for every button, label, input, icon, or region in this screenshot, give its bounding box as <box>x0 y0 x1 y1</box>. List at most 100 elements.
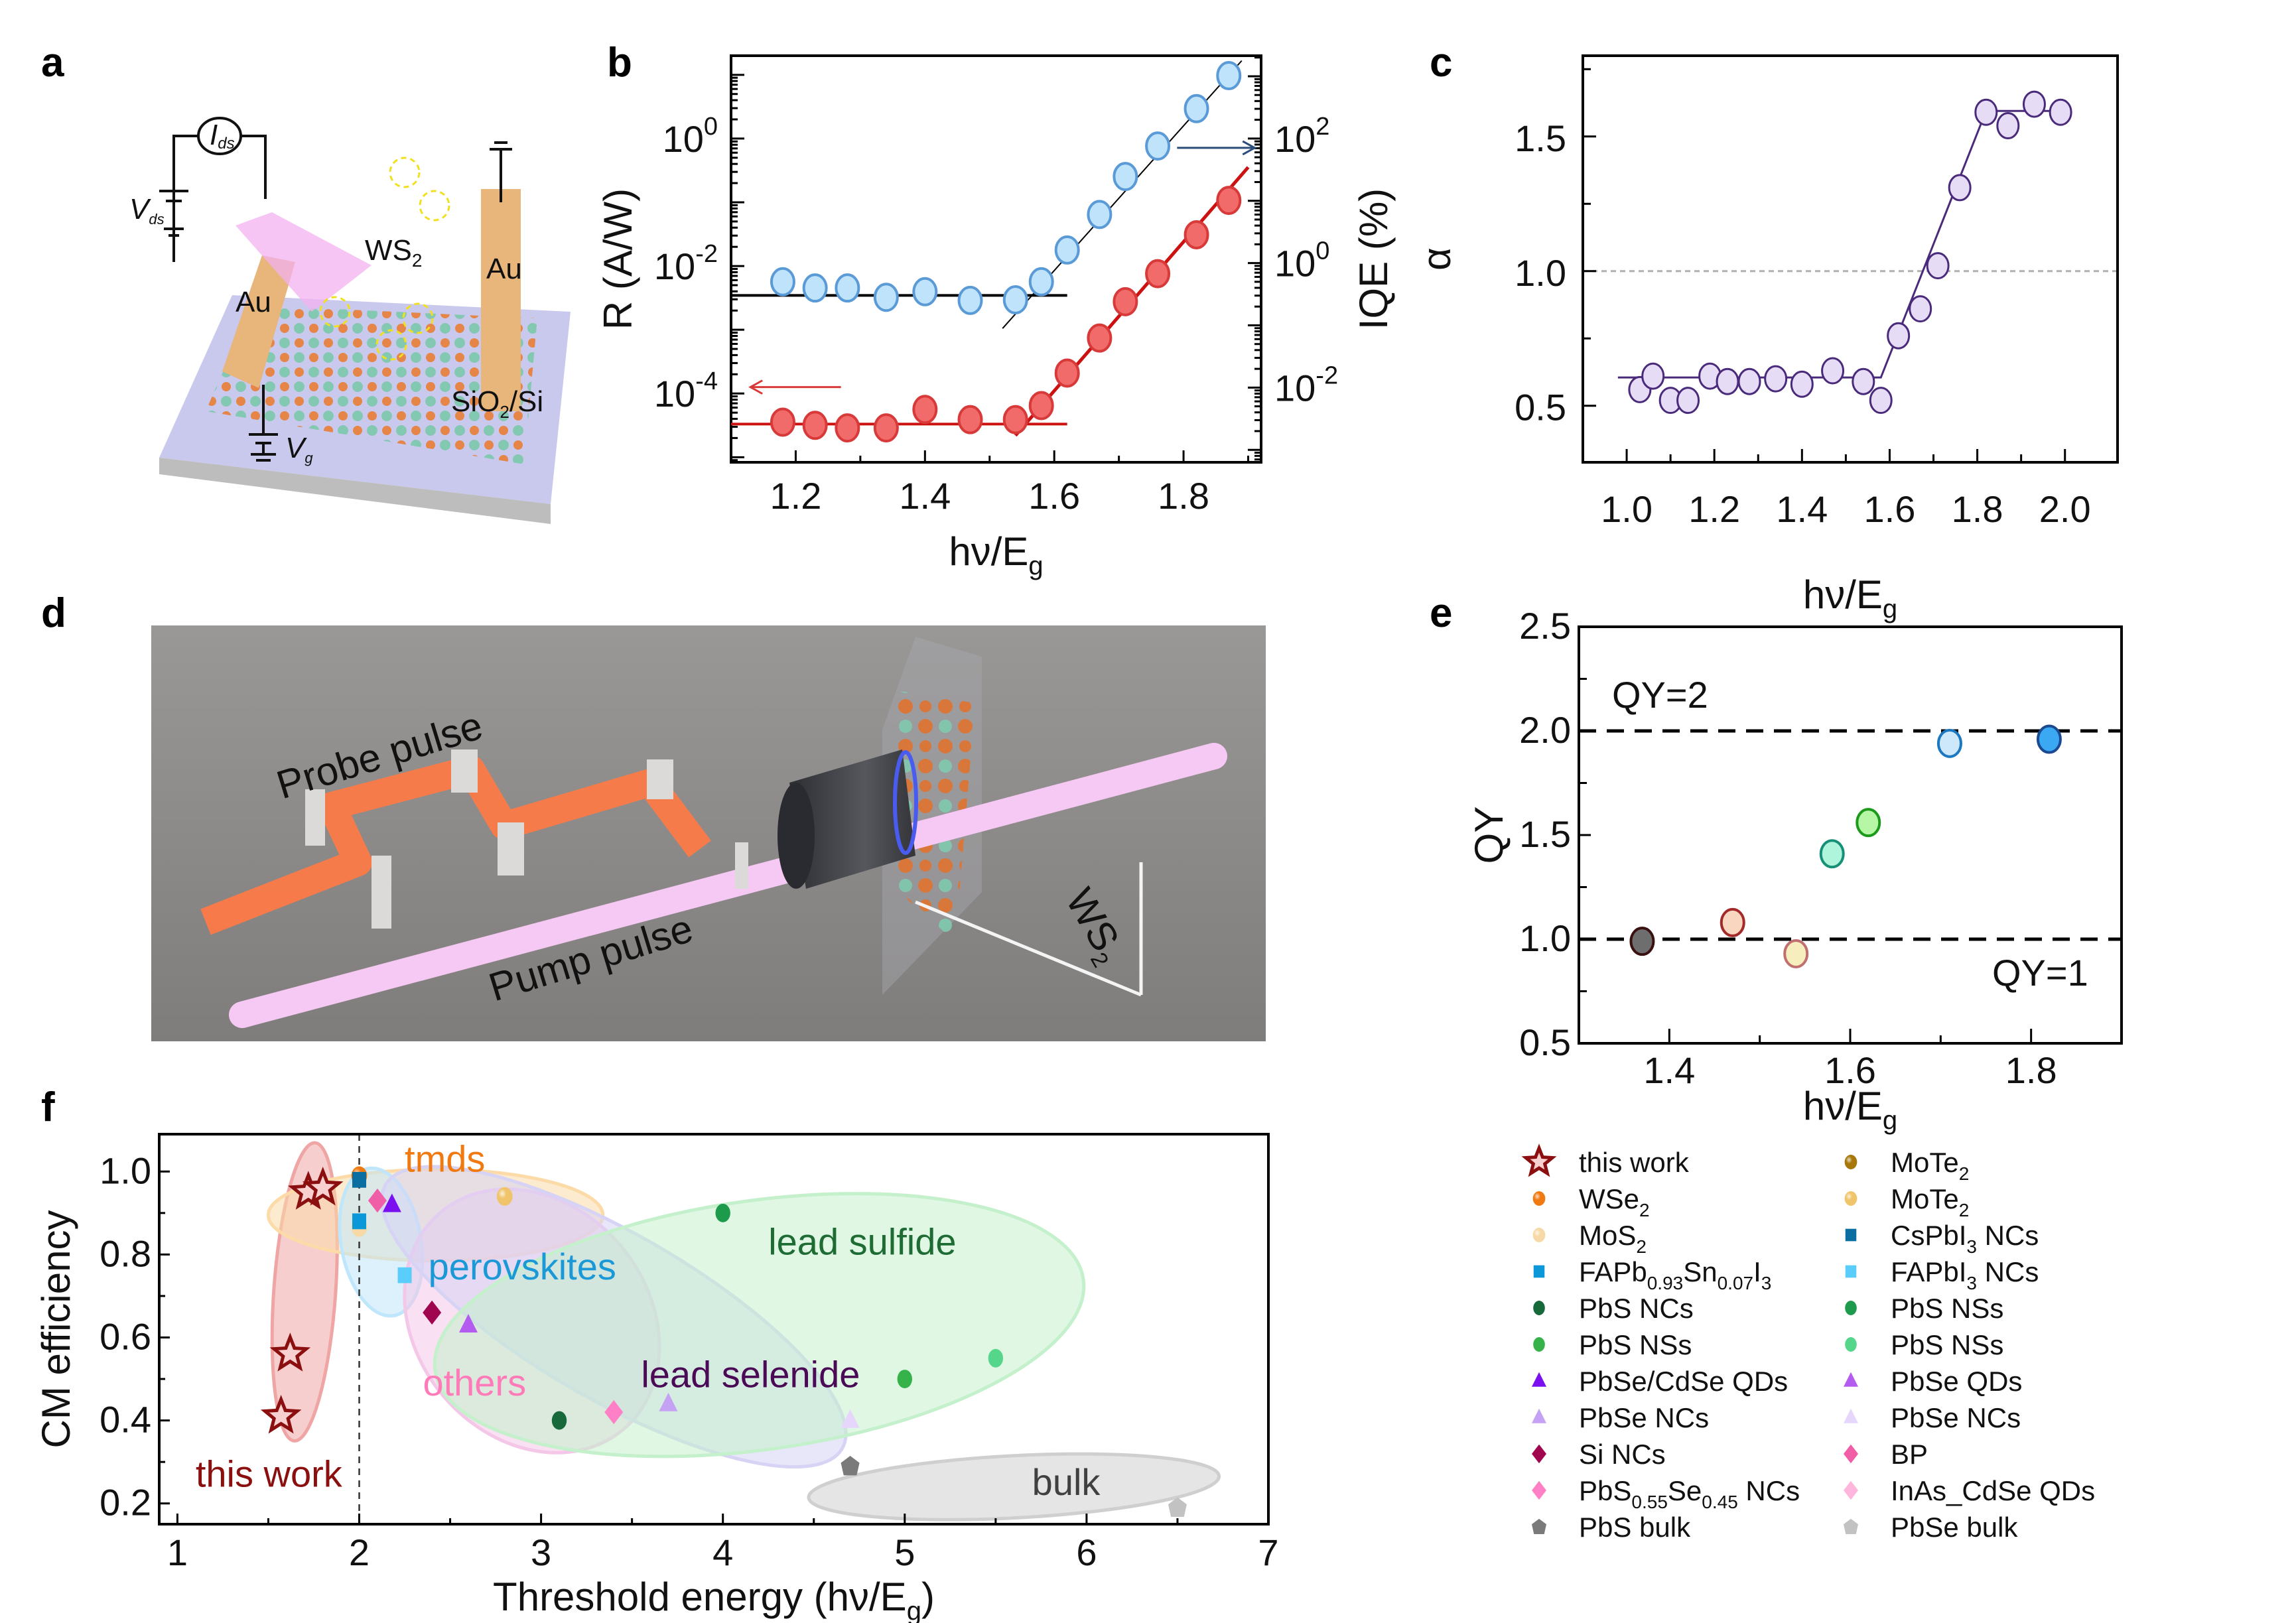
y-tick-label: 1.0 <box>100 1149 151 1191</box>
iqe-data-point <box>1113 162 1138 192</box>
tick-exponent: 0 <box>704 113 718 141</box>
y-axis-title: α <box>1414 247 1459 271</box>
x-tick-label: 1.0 <box>1601 488 1653 530</box>
objective-body <box>789 749 915 889</box>
r-data-point <box>1028 391 1054 421</box>
tick-base: 10 <box>1274 367 1316 409</box>
plot-frame <box>730 54 1262 464</box>
mirror <box>371 856 391 929</box>
legend-marker-icon <box>1533 1337 1545 1352</box>
objective-ring <box>893 750 918 855</box>
x-axis-title: Threshold energy (hν/Eg) <box>493 1575 935 1623</box>
vds-label: Vds <box>129 193 165 227</box>
legend-text: PbSe NCs <box>1891 1402 2021 1433</box>
alpha-data-point <box>1821 357 1845 385</box>
legend-label: FAPb0.93Sn0.07I3 <box>1579 1256 1771 1293</box>
qy-data-point <box>1783 939 1809 968</box>
legend-label: WSe2 <box>1579 1183 1650 1220</box>
iqe-data-point <box>1145 131 1171 161</box>
y-tick-label-right: 10-2 <box>1274 361 1338 409</box>
r-data-point <box>912 395 938 424</box>
alpha-data-point <box>1948 174 1972 202</box>
legend-text: PbSe NCs <box>1579 1402 1709 1433</box>
x-tick-label: 1.4 <box>1643 1049 1695 1091</box>
electrode-right <box>481 189 521 411</box>
defect-circle <box>319 296 351 328</box>
x-tick-label: 1.4 <box>899 475 951 517</box>
legend-text: Si NCs <box>1579 1439 1666 1470</box>
alpha-data-point <box>1887 322 1911 350</box>
r-data-point <box>835 413 860 443</box>
legend-marker-icon <box>1844 1155 1857 1169</box>
group-label: others <box>423 1362 526 1403</box>
legend-item: MoS2 <box>1532 1220 1647 1257</box>
ammeter-icon <box>197 117 242 155</box>
legend-subscript: 2 <box>1639 1200 1650 1220</box>
panel-d: d Probe pulse Pu <box>41 590 1266 1041</box>
y-tick-label: 0.5 <box>1519 1021 1571 1063</box>
y-tick-label: 1.0 <box>1515 252 1566 294</box>
legend-label: PbSe QDs <box>1891 1366 2022 1397</box>
y-axis-title: QY <box>1467 807 1511 864</box>
legend-text: PbS <box>1579 1475 1631 1506</box>
legend-marker-icon <box>1532 1228 1546 1242</box>
label-text: hν/E <box>1803 572 1883 617</box>
ids-label: Ids <box>210 119 235 153</box>
legend-marker-icon <box>1521 1143 1557 1177</box>
x-tick-label: 1 <box>167 1531 188 1573</box>
y-tick-label-left: 100 <box>663 113 718 160</box>
data-point-pbs-ncs <box>551 1411 567 1430</box>
legend-text: NCs <box>1977 1220 2039 1251</box>
electrode-left <box>222 255 295 388</box>
x-tick-label: 6 <box>1076 1531 1097 1573</box>
data-point-this-work <box>260 1395 302 1434</box>
alpha-data-point <box>1737 367 1761 395</box>
label-subscript: g <box>1883 1106 1897 1135</box>
y-tick-label: 1.5 <box>1519 813 1571 855</box>
panel-letter-b: b <box>607 40 632 86</box>
x-tick-label: 2.0 <box>2039 488 2091 530</box>
tick-base: 10 <box>1274 243 1316 285</box>
legend-label: Si NCs <box>1579 1439 1666 1470</box>
pump-probe-illustration: Probe pulse Pump pulse WS2 <box>151 625 1266 1041</box>
legend-item: PbS bulk <box>1532 1512 1691 1543</box>
alpha-data-point <box>2049 98 2072 126</box>
legend-subscript: 0.45 <box>1702 1492 1738 1512</box>
x-tick-label: 1.8 <box>1952 488 2003 530</box>
x-tick-label: 1.6 <box>1864 488 1916 530</box>
legend-text: PbS NCs <box>1579 1293 1694 1324</box>
r-data-point <box>1216 186 1242 216</box>
legend-text: CsPbI <box>1891 1220 1966 1251</box>
iqe-data-point <box>835 273 860 303</box>
y-tick-label: 1.5 <box>1515 117 1566 159</box>
legend-label: PbS NSs <box>1891 1329 2003 1360</box>
x-tick-label: 1.8 <box>2005 1049 2057 1091</box>
iqe-data-point <box>1028 267 1054 296</box>
qy-data-point <box>1629 927 1655 956</box>
mirror <box>647 759 673 799</box>
iqe-data-point <box>873 283 899 312</box>
legend-label: FAPbI3 NCs <box>1891 1256 2039 1293</box>
legend-item: MoTe2 <box>1844 1147 1969 1184</box>
legend-subscript: 3 <box>1966 1273 1977 1293</box>
data-point-mote2 <box>496 1187 513 1206</box>
r-data-point <box>1054 358 1080 388</box>
legend-item: FAPb0.93Sn0.07I3 <box>1533 1256 1771 1293</box>
group-ellipse <box>433 1192 1086 1459</box>
x-tick-label: 3 <box>531 1531 551 1573</box>
wire-right <box>240 135 267 199</box>
group-label: this work <box>196 1453 343 1495</box>
legend-text: PbSe QDs <box>1891 1366 2022 1397</box>
legend-label: InAs_CdSe QDs <box>1891 1475 2095 1506</box>
legend-item: CsPbI3 NCs <box>1845 1220 2039 1257</box>
legend-marker-icon <box>1845 1228 1857 1242</box>
legend-label: MoS2 <box>1579 1220 1647 1257</box>
mirror <box>305 789 325 846</box>
tick-base: 10 <box>663 118 704 160</box>
qy2-label: QY=2 <box>1612 674 1708 716</box>
legend-item: MoTe2 <box>1844 1183 1969 1220</box>
